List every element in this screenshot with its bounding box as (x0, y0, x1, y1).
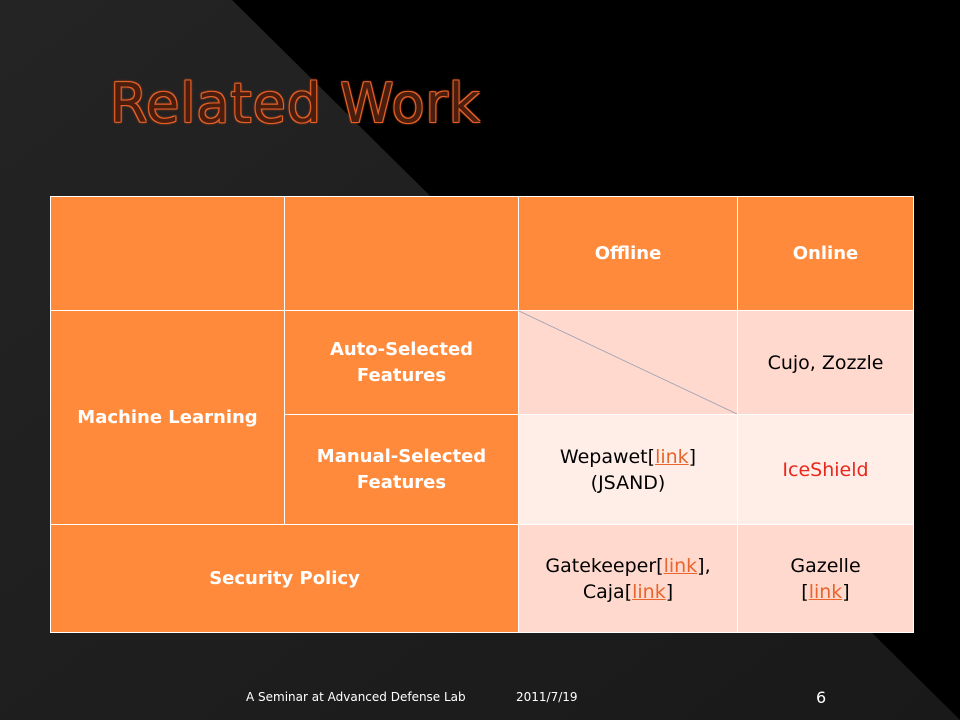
row-auto-selected: Auto-Selected Features (284, 310, 519, 415)
row-security-policy: Security Policy (50, 524, 519, 633)
footer-seminar: A Seminar at Advanced Defense Lab (246, 690, 466, 704)
table-row-manual: Manual-Selected Features Wepawet[link] (… (51, 414, 914, 525)
cell-policy-offline: Gatekeeper[link], Caja[link] (518, 524, 738, 633)
page-number: 6 (816, 688, 827, 707)
empty-diagonal-cell (518, 310, 738, 415)
cell-manual-online: IceShield (737, 414, 914, 525)
slide-title: Related Work (110, 72, 481, 135)
table-row-auto: Machine Learning Auto-Selected Features … (50, 310, 914, 525)
gatekeeper-link[interactable]: link (663, 554, 698, 577)
header-empty-2 (284, 196, 519, 311)
table-header-row: Offline Online (50, 196, 914, 311)
header-empty-1 (50, 196, 285, 311)
cell-manual-offline: Wepawet[link] (JSAND) (518, 414, 738, 525)
wepawet-link[interactable]: link (655, 445, 689, 468)
gazelle-link[interactable]: link (808, 580, 843, 603)
related-work-table: Offline Online Machine Learning Auto-Sel… (50, 196, 914, 633)
table-row-policy: Security Policy Gatekeeper[link], Caja[l… (50, 524, 914, 633)
row-manual-selected: Manual-Selected Features (284, 414, 519, 525)
footer-date: 2011/7/19 (516, 690, 578, 704)
caja-link[interactable]: link (632, 580, 666, 603)
cell-auto-online: Cujo, Zozzle (737, 310, 914, 415)
header-online: Online (737, 196, 914, 311)
header-offline: Offline (518, 196, 738, 311)
cell-policy-online: Gazelle [link] (737, 524, 914, 633)
row-machine-learning: Machine Learning (50, 310, 285, 525)
